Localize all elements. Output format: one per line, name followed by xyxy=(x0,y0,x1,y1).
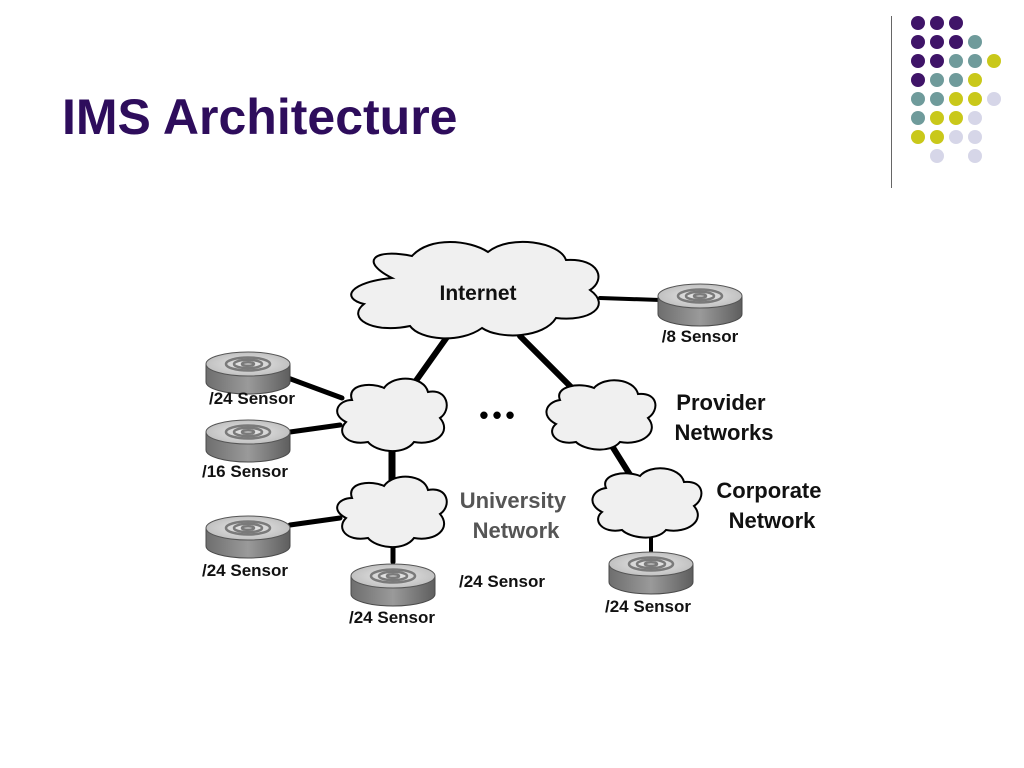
sensor-8-label: /8 Sensor xyxy=(662,327,739,346)
cloud-internet-label: Internet xyxy=(439,282,516,305)
decorative-dot xyxy=(911,35,925,49)
decorative-dot xyxy=(968,111,982,125)
sensor-24-corporate-icon xyxy=(608,551,694,595)
sensor-24-lower-left-label: /24 Sensor xyxy=(202,561,288,580)
link-24-sensor-lower-left xyxy=(287,515,343,528)
decorative-dot xyxy=(968,149,982,163)
university-network-label: University Network xyxy=(460,488,573,543)
decorative-dot xyxy=(968,92,982,106)
slide-title: IMS Architecture xyxy=(62,89,458,145)
sensor-24-corporate-label: /24 Sensor xyxy=(605,597,691,616)
link-internet-8-sensor xyxy=(598,296,662,302)
decorative-dot xyxy=(949,130,963,144)
decorative-dot xyxy=(911,130,925,144)
decorative-dot xyxy=(987,54,1001,68)
decorative-dot xyxy=(968,54,982,68)
decorative-dot-grid xyxy=(911,16,1001,163)
decorative-dot xyxy=(949,111,963,125)
decorative-dot xyxy=(930,149,944,163)
decorative-dot xyxy=(930,92,944,106)
link-24-sensor-upper xyxy=(285,375,345,401)
decorative-dot xyxy=(968,73,982,87)
sensor-24-lower-left-icon xyxy=(205,515,291,559)
link-16-sensor xyxy=(287,422,343,435)
cloud-internet: Internet xyxy=(350,240,600,340)
decorative-dot xyxy=(911,73,925,87)
decorative-dot xyxy=(911,111,925,125)
decorative-dot xyxy=(968,130,982,144)
sensor-24-upper-left-icon xyxy=(205,351,291,395)
decorative-dot xyxy=(930,35,944,49)
decorative-dot xyxy=(930,54,944,68)
decorative-dot xyxy=(949,16,963,30)
decorative-dot xyxy=(911,92,925,106)
sensor-24-university-bottom-label: /24 Sensor xyxy=(349,608,435,627)
link-internet-provider xyxy=(517,333,579,395)
sensor-8-icon xyxy=(657,283,743,327)
ellipsis-indicator: ••• xyxy=(479,400,518,430)
decorative-dot xyxy=(949,35,963,49)
cloud-university-lower xyxy=(336,475,448,548)
network-links xyxy=(285,296,662,565)
provider-networks-label: Provider Networks xyxy=(674,390,773,445)
title-divider xyxy=(891,16,892,188)
decorative-dot xyxy=(930,16,944,30)
decorative-dot xyxy=(930,111,944,125)
decorative-dot xyxy=(911,16,925,30)
cloud-corporate xyxy=(591,467,703,539)
decorative-dot xyxy=(930,73,944,87)
decorative-dot xyxy=(949,54,963,68)
decorative-dot xyxy=(949,73,963,87)
sensor-24-university-right-label: /24 Sensor xyxy=(459,572,545,591)
decorative-dot xyxy=(911,54,925,68)
sensor-16-label: /16 Sensor xyxy=(202,462,288,481)
decorative-dot xyxy=(949,92,963,106)
decorative-dot xyxy=(987,92,1001,106)
decorative-dot xyxy=(968,35,982,49)
sensor-24-university-bottom-icon xyxy=(350,563,436,607)
cloud-provider xyxy=(545,379,657,451)
sensor-24-upper-left-label: /24 Sensor xyxy=(209,389,295,408)
cloud-university-upper xyxy=(336,377,448,452)
sensors xyxy=(205,283,743,607)
decorative-dot xyxy=(930,130,944,144)
sensor-16-icon xyxy=(205,419,291,463)
corporate-network-label: Corporate Network xyxy=(716,478,827,533)
